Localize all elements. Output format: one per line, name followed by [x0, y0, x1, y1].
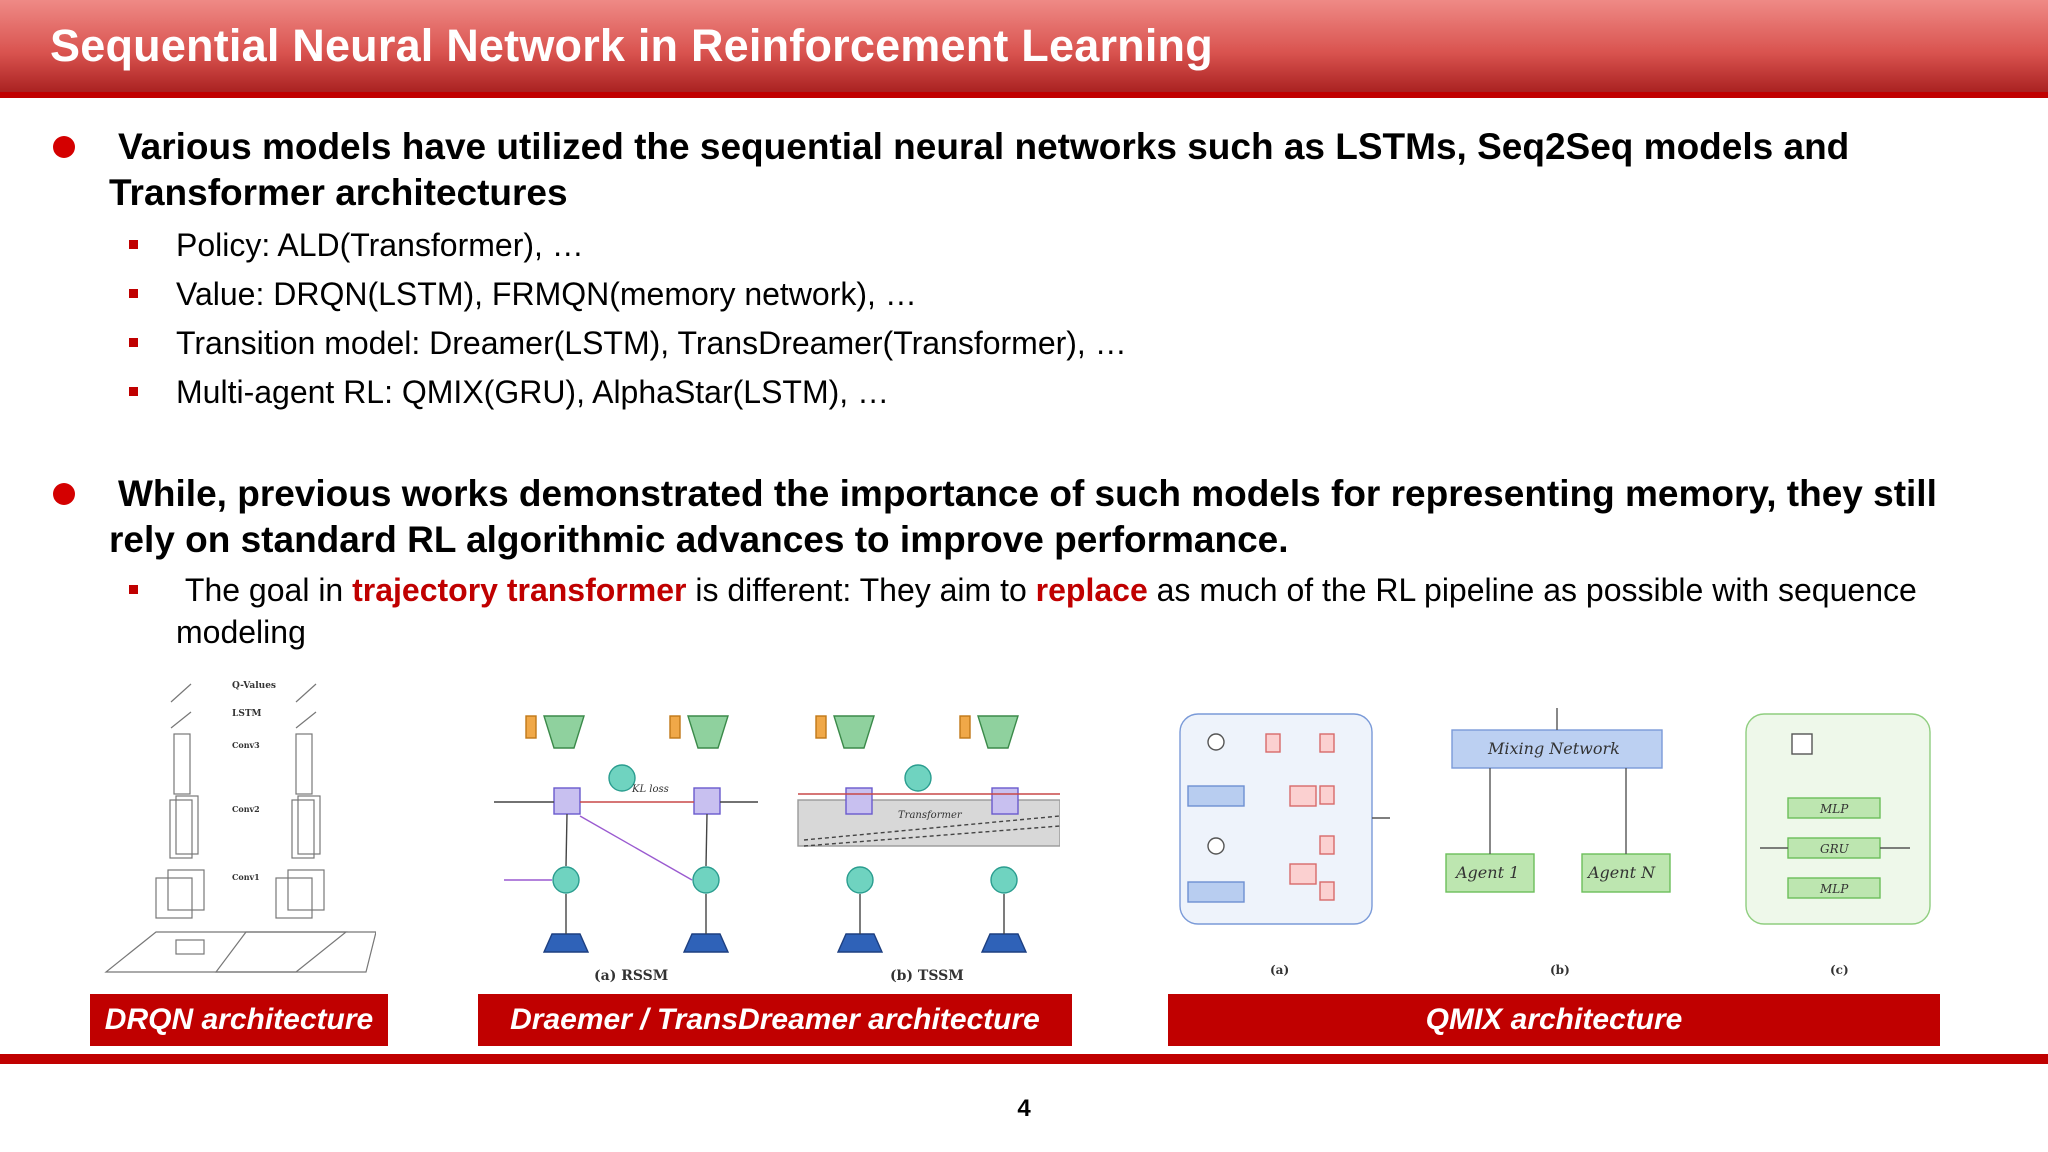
sub-bullet-policy: Policy: ALD(Transformer), … — [129, 224, 1969, 266]
sub-bullet-transition: Transition model: Dreamer(LSTM), TransDr… — [129, 322, 1969, 364]
drqn-layer-label: Conv2 — [232, 804, 260, 814]
drqn-caption: DRQN architecture — [90, 994, 388, 1046]
mixing-network-label: Mixing Network — [1487, 739, 1620, 758]
qmix-sub-a: (a) — [1270, 963, 1289, 977]
mlp-label-bottom: MLP — [1819, 882, 1849, 896]
bullet-1: Various models have utilized the sequent… — [50, 124, 2010, 216]
title-rule — [0, 92, 2048, 98]
sub-bullet-multiagent: Multi-agent RL: QMIX(GRU), AlphaStar(LST… — [129, 371, 1969, 413]
qmix-sub-b: (b) — [1550, 963, 1570, 977]
drqn-layer-label: LSTM — [232, 709, 262, 719]
kl-loss-label: KL loss — [631, 784, 669, 795]
highlight-trajectory-transformer: trajectory transformer — [352, 572, 687, 608]
slide-title: Sequential Neural Network in Reinforceme… — [50, 20, 1213, 71]
square-bullet-icon — [129, 387, 138, 396]
bullet-dot-icon — [53, 136, 75, 158]
mlp-label-top: MLP — [1819, 802, 1849, 816]
square-bullet-icon — [129, 240, 138, 249]
drqn-layer-label: Conv1 — [232, 872, 260, 882]
drqn-layer-label: Q-Values — [232, 681, 276, 691]
dreamer-caption: Draemer / TransDreamer architecture — [478, 994, 1072, 1046]
bullet-2: While, previous works demonstrated the i… — [50, 471, 2010, 563]
qmix-caption: QMIX architecture — [1168, 994, 1940, 1046]
qmix-sub-c: (c) — [1830, 963, 1849, 977]
bullet-2-text: While, previous works demonstrated the i… — [109, 473, 1937, 560]
transformer-label: Transformer — [898, 810, 963, 821]
rssm-label: (a) RSSM — [594, 968, 668, 984]
sub-bullet-trajectory: The goal in trajectory transformer is di… — [129, 569, 1969, 653]
highlight-replace: replace — [1035, 572, 1148, 608]
dreamer-diagram: KL loss (a) RSSM Transformer (b) TSSM — [494, 715, 1060, 984]
drqn-diagram: Q-Values LSTM Conv3 Conv2 Conv1 — [104, 681, 376, 973]
agent-n-label: Agent N — [1586, 863, 1656, 882]
bullet-1-text: Various models have utilized the sequent… — [109, 126, 1850, 213]
square-bullet-icon — [129, 338, 138, 347]
page-number: 4 — [1017, 1095, 1031, 1122]
title-bar: Sequential Neural Network in Reinforceme… — [0, 0, 2048, 96]
gru-label: GRU — [1820, 842, 1850, 856]
dreamer-figure: KL loss (a) RSSM Transformer (b) TSSM — [494, 676, 1060, 986]
qmix-diagram: (a) Mixing Network Agent 1 Agent N (b) M… — [1179, 708, 1931, 977]
tssm-label: (b) TSSM — [890, 968, 964, 984]
sub-bullet-value: Value: DRQN(LSTM), FRMQN(memory network)… — [129, 273, 1969, 315]
drqn-layer-label: Conv3 — [232, 740, 260, 750]
qmix-figure: (a) Mixing Network Agent 1 Agent N (b) M… — [1170, 668, 1940, 984]
drqn-figure: Q-Values LSTM Conv3 Conv2 Conv1 — [96, 672, 376, 982]
bottom-rule — [0, 1054, 2048, 1064]
bullet-dot-icon — [53, 483, 75, 505]
agent-1-label: Agent 1 — [1454, 863, 1519, 882]
square-bullet-icon — [129, 289, 138, 298]
square-bullet-icon — [129, 585, 138, 594]
